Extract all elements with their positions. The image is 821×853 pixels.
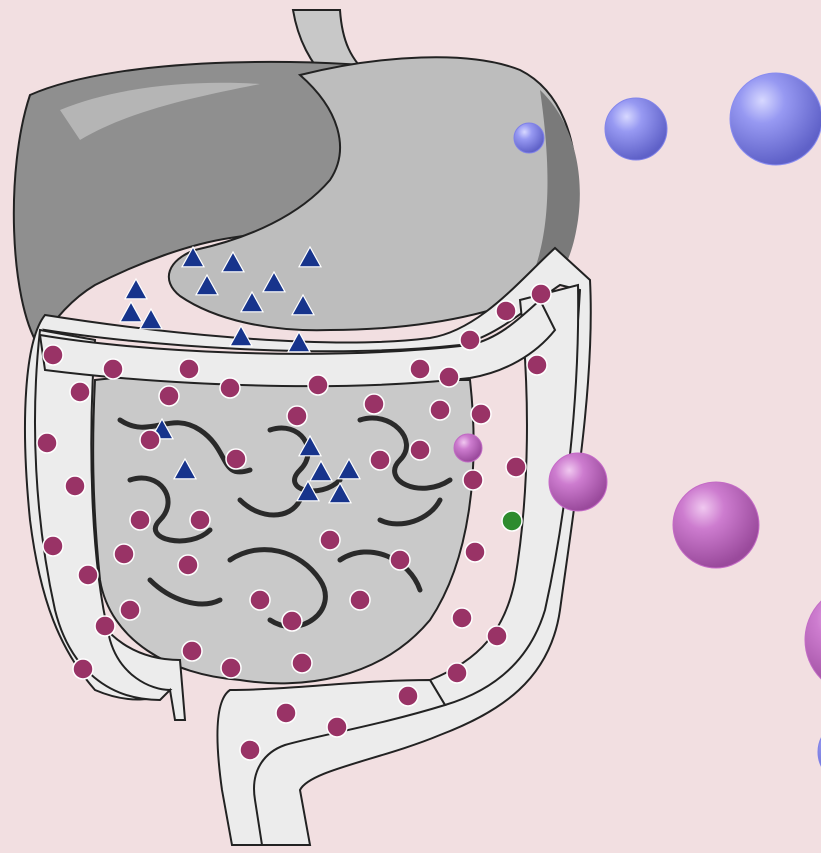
dot-marker: [250, 590, 270, 610]
dot-marker: [43, 345, 63, 365]
dot-marker: [439, 367, 459, 387]
dot-marker: [103, 359, 123, 379]
dot-marker: [410, 440, 430, 460]
dot-marker: [276, 703, 296, 723]
triangle-marker: [120, 302, 142, 322]
dot-marker: [527, 355, 547, 375]
dot-marker: [70, 382, 90, 402]
dot-marker: [364, 394, 384, 414]
dot-marker: [327, 717, 347, 737]
dot-marker: [308, 375, 328, 395]
dot-marker: [496, 301, 516, 321]
dot-marker: [120, 600, 140, 620]
pink-sphere-xlarge: [805, 585, 821, 695]
dot-marker: [410, 359, 430, 379]
pink-sphere-small: [454, 434, 482, 462]
dot-marker: [487, 626, 507, 646]
highlight-dot-marker: [502, 511, 522, 531]
dot-marker: [37, 433, 57, 453]
dot-marker: [43, 536, 63, 556]
dot-marker: [95, 616, 115, 636]
dot-marker: [130, 510, 150, 530]
dot-marker: [221, 658, 241, 678]
dot-marker: [430, 400, 450, 420]
dot-marker: [182, 641, 202, 661]
dot-marker: [179, 359, 199, 379]
dot-marker: [226, 449, 246, 469]
pink-sphere-medium: [549, 453, 607, 511]
dot-marker: [78, 565, 98, 585]
dot-marker: [190, 510, 210, 530]
blue-sphere-medium: [605, 98, 667, 160]
dot-marker: [390, 550, 410, 570]
dot-marker: [114, 544, 134, 564]
dot-marker: [370, 450, 390, 470]
blue-sphere-small: [514, 123, 544, 153]
dot-marker: [398, 686, 418, 706]
dot-marker: [73, 659, 93, 679]
pink-sphere-large: [673, 482, 759, 568]
dot-marker: [178, 555, 198, 575]
dot-marker: [282, 611, 302, 631]
dot-marker: [320, 530, 340, 550]
dot-marker: [531, 284, 551, 304]
dot-marker: [240, 740, 260, 760]
dot-marker: [463, 470, 483, 490]
dot-marker: [447, 663, 467, 683]
dot-marker: [65, 476, 85, 496]
dot-marker: [506, 457, 526, 477]
dot-marker: [292, 653, 312, 673]
dot-marker: [220, 378, 240, 398]
triangle-marker: [140, 309, 162, 329]
dot-marker: [140, 430, 160, 450]
dot-marker: [287, 406, 307, 426]
dot-marker: [350, 590, 370, 610]
dot-marker: [452, 608, 472, 628]
dot-marker: [465, 542, 485, 562]
dot-marker: [159, 386, 179, 406]
blue-sphere-large: [730, 73, 821, 165]
dot-marker: [460, 330, 480, 350]
small-intestine: [93, 376, 473, 683]
dot-marker: [471, 404, 491, 424]
triangle-marker: [125, 279, 147, 299]
triangle-marker: [230, 326, 252, 346]
